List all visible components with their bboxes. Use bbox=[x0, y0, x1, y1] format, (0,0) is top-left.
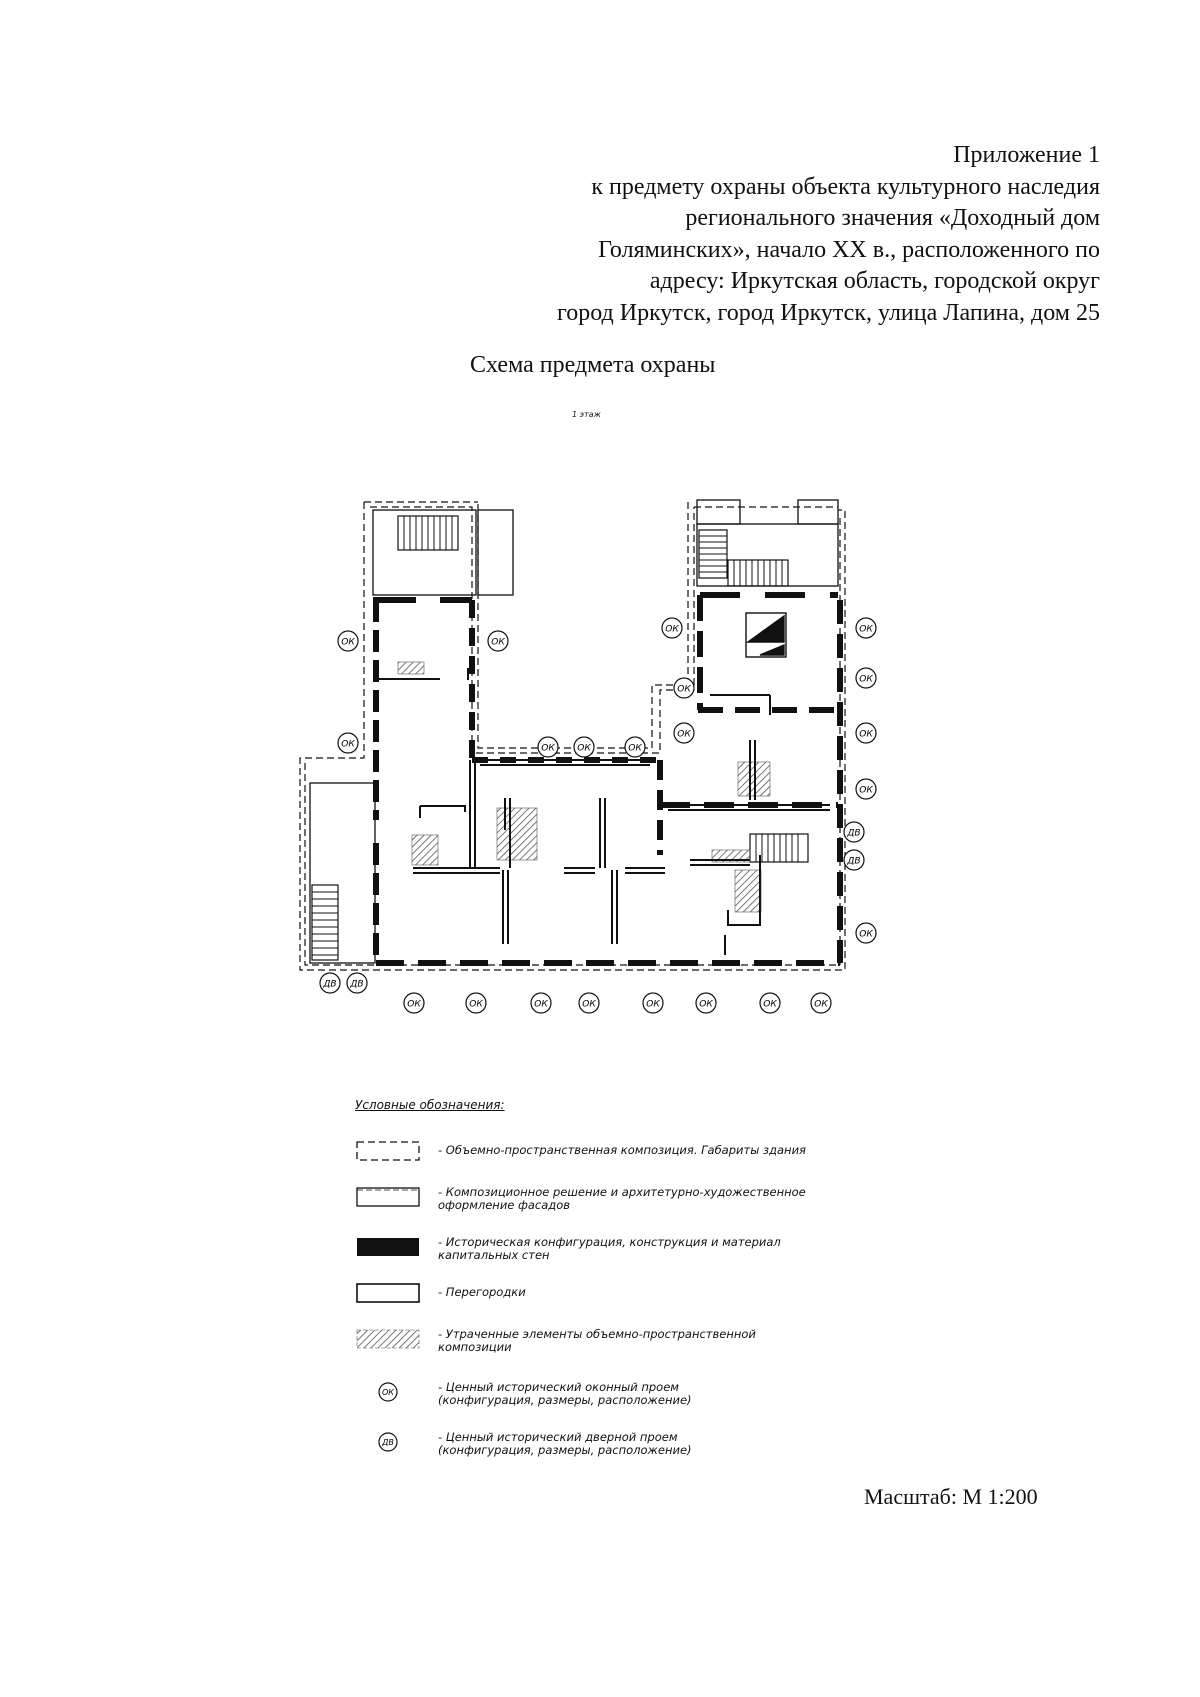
legend-line: - Перегородки bbox=[438, 1285, 526, 1299]
partitions bbox=[376, 668, 830, 955]
legend-window-marker-symbol: ОК bbox=[378, 1382, 398, 1402]
window-marker: ОК bbox=[855, 722, 877, 744]
door-marker-label: ДВ bbox=[846, 857, 860, 867]
window-marker: ОК bbox=[661, 617, 683, 639]
window-marker-label: ОК bbox=[859, 675, 873, 685]
stair-treads bbox=[312, 516, 799, 956]
legend-line: - Утраченные элементы объемно-пространст… bbox=[438, 1327, 756, 1341]
appendix-header: Приложение 1 к предмету охраны объекта к… bbox=[400, 140, 1100, 329]
window-marker: ОК bbox=[810, 992, 832, 1014]
window-marker: ОК bbox=[855, 617, 877, 639]
legend-line: оформление фасадов bbox=[438, 1198, 571, 1212]
header-line: Голяминских», начало XX в., расположенно… bbox=[598, 236, 1100, 263]
header-line: к предмету охраны объекта культурного на… bbox=[591, 173, 1100, 200]
window-marker-label: ОК bbox=[341, 740, 355, 750]
lost-elements bbox=[397, 661, 771, 913]
window-marker: ОК bbox=[855, 922, 877, 944]
legend-line: композиции bbox=[438, 1340, 512, 1354]
window-marker-label: ОК bbox=[859, 786, 873, 796]
legend-line: капитальных стен bbox=[438, 1248, 550, 1262]
window-marker: ОК bbox=[578, 992, 600, 1014]
window-marker: ОК bbox=[673, 722, 695, 744]
legend-line: - Объемно-пространственная композиция. Г… bbox=[438, 1143, 806, 1157]
window-marker: ОК bbox=[465, 992, 487, 1014]
window-marker: ОК bbox=[624, 736, 646, 758]
window-marker: ОК bbox=[337, 630, 359, 652]
window-marker-label: ОК bbox=[646, 1000, 660, 1010]
legend-capital-wall-symbol bbox=[357, 1238, 419, 1256]
window-marker-label: ОК bbox=[469, 1000, 483, 1010]
door-marker-label: ДВ bbox=[349, 980, 363, 990]
header-line: Приложение 1 bbox=[953, 142, 1100, 168]
window-marker-label: ОК bbox=[699, 1000, 713, 1010]
door-marker: ДВ bbox=[843, 849, 865, 871]
window-marker-label: ОК bbox=[677, 730, 691, 740]
window-marker: ОК bbox=[403, 992, 425, 1014]
window-marker-label: ОК bbox=[665, 625, 679, 635]
building-envelope bbox=[299, 501, 846, 971]
window-marker: ОК bbox=[537, 736, 559, 758]
door-marker-label: ДВ bbox=[846, 829, 860, 839]
window-marker: ОК bbox=[855, 778, 877, 800]
window-marker-label: ОК bbox=[582, 1000, 596, 1010]
legend-line: - Историческая конфигурация, конструкция… bbox=[438, 1235, 781, 1249]
window-marker-label: ОК bbox=[859, 625, 873, 635]
legend-line: (конфигурация, размеры, расположение) bbox=[438, 1443, 692, 1457]
window-marker: ОК bbox=[337, 732, 359, 754]
header-line: адресу: Иркутская область, городской окр… bbox=[649, 268, 1100, 294]
door-marker: ДВ bbox=[346, 972, 368, 994]
window-marker-label: ОК bbox=[859, 730, 873, 740]
window-marker-label: ОК bbox=[491, 638, 505, 648]
window-marker: ОК bbox=[759, 992, 781, 1014]
staircase bbox=[311, 515, 809, 961]
window-marker-label: ОК bbox=[577, 744, 591, 754]
legend-line: - Ценный исторический дверной проем bbox=[438, 1430, 678, 1444]
header-line: регионального значения «Доходный дом bbox=[685, 205, 1100, 231]
door-marker-label: ДВ bbox=[322, 980, 336, 990]
window-marker: ОК bbox=[855, 667, 877, 689]
window-marker-label: ОК bbox=[763, 1000, 777, 1010]
legend-line: (конфигурация, размеры, расположение) bbox=[438, 1393, 692, 1407]
legend-line: - Композиционное решение и архитетурно-х… bbox=[438, 1185, 806, 1199]
legend-window-marker-text: ОК bbox=[382, 1388, 394, 1397]
header-line: город Иркутск, город Иркутск, улица Лапи… bbox=[556, 299, 1100, 326]
capital-walls bbox=[373, 592, 843, 966]
door-marker: ДВ bbox=[319, 972, 341, 994]
shaft-symbol bbox=[745, 612, 787, 658]
legend-line: - Ценный исторический оконный проем bbox=[438, 1380, 679, 1394]
legend-facade-symbol bbox=[356, 1187, 420, 1207]
legend-title: Условные обозначения: bbox=[355, 1098, 505, 1112]
window-marker: ОК bbox=[642, 992, 664, 1014]
floor-label: 1 этаж bbox=[572, 410, 601, 419]
window-marker: ОК bbox=[487, 630, 509, 652]
legend-partition-symbol bbox=[356, 1283, 420, 1303]
legend-door-marker-text: ДВ bbox=[381, 1438, 394, 1447]
window-marker-label: ОК bbox=[628, 744, 642, 754]
window-marker: ОК bbox=[530, 992, 552, 1014]
window-marker: ОК bbox=[673, 677, 695, 699]
window-marker-label: ОК bbox=[407, 1000, 421, 1010]
scale-label: Масштаб: М 1:200 bbox=[864, 1484, 1038, 1509]
window-marker-label: ОК bbox=[859, 930, 873, 940]
window-marker-label: ОК bbox=[341, 638, 355, 648]
window-marker: ОК bbox=[573, 736, 595, 758]
legend-door-marker-symbol: ДВ bbox=[378, 1432, 398, 1452]
window-marker-label: ОК bbox=[814, 1000, 828, 1010]
window-marker-label: ОК bbox=[677, 685, 691, 695]
legend-dashed-outline-symbol bbox=[356, 1141, 420, 1161]
legend-hatched-symbol bbox=[356, 1329, 420, 1349]
door-marker: ДВ bbox=[843, 821, 865, 843]
page-title: Схема предмета охраны bbox=[470, 352, 716, 378]
window-marker-label: ОК bbox=[534, 1000, 548, 1010]
window-marker: ОК bbox=[695, 992, 717, 1014]
window-marker-label: ОК bbox=[541, 744, 555, 754]
